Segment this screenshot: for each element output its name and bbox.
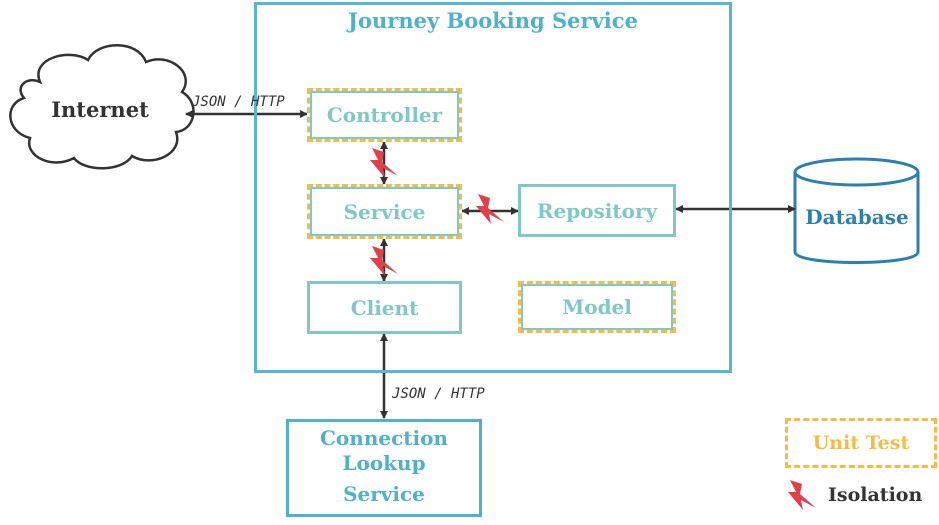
isolation-bolt-icon [370, 246, 398, 276]
service-box: Service [307, 184, 462, 239]
isolation-bolt-icon [476, 194, 504, 224]
repository-box: Repository [518, 184, 676, 237]
connection-lookup-service-box: Connection Lookup Service [286, 419, 482, 517]
service-label: Service [343, 199, 426, 224]
client-box: Client [307, 281, 462, 334]
legend-isolation-label: Isolation [828, 484, 923, 506]
model-box: Model [518, 281, 676, 333]
internet-protocol-label: JSON / HTTP [192, 94, 285, 110]
internet-cloud [9, 44, 195, 170]
database-label: Database [805, 205, 909, 229]
controller-box: Controller [307, 88, 462, 142]
client-label: Client [350, 295, 419, 320]
legend-unit-test-label: Unit Test [812, 432, 910, 454]
lookup-label-line3: Service [343, 482, 425, 506]
journey-booking-service-boundary [254, 2, 732, 373]
repository-label: Repository [536, 198, 658, 223]
database-cylinder [793, 157, 920, 264]
service-title: Journey Booking Service [348, 8, 638, 33]
isolation-bolt-icon [370, 148, 398, 178]
internet-label: Internet [51, 97, 149, 122]
lookup-protocol-label: JSON / HTTP [392, 386, 485, 402]
model-label: Model [562, 295, 632, 319]
legend-unit-test: Unit Test [785, 418, 937, 468]
legend-isolation-bolt-icon [788, 480, 816, 510]
lookup-label-line1: Connection [320, 426, 448, 450]
controller-label: Controller [326, 103, 443, 127]
lookup-label-line2: Lookup [342, 451, 426, 475]
